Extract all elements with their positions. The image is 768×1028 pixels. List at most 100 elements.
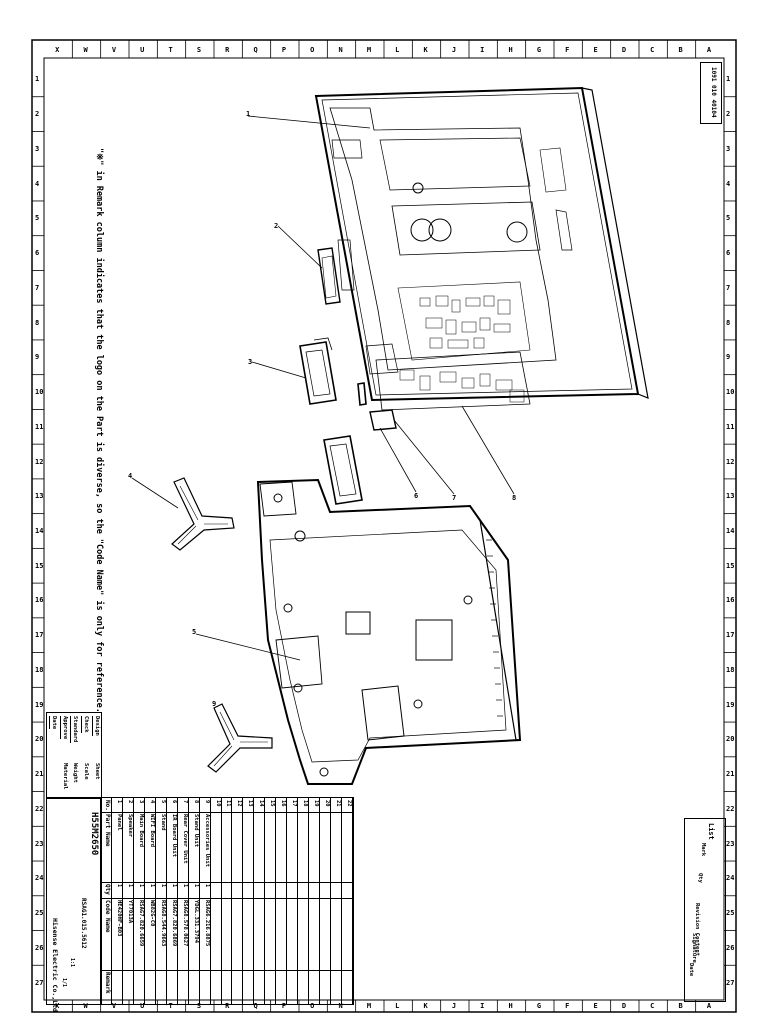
approval-label: Approve [60, 716, 68, 740]
revision-field: Signature [691, 933, 697, 963]
zone-letter: Q [253, 46, 258, 54]
zone-letter: O [310, 46, 315, 54]
cell-code-name: RSAG8.544.9663 [159, 900, 166, 947]
cell-divider [298, 898, 309, 899]
cell-divider [111, 970, 122, 971]
cell-divider [144, 882, 155, 883]
cell-divider [101, 970, 111, 971]
zone-number-right: 20 [726, 735, 735, 744]
zone-letter: U [140, 46, 145, 54]
cell-divider [320, 970, 331, 971]
cell-divider [221, 970, 232, 971]
cell-qty: 1 [159, 884, 166, 888]
zone-letter-bottom: F [565, 1002, 570, 1010]
cell-divider [144, 970, 155, 971]
cell-no: 11 [225, 800, 232, 807]
zone-letter-bottom: C [650, 1002, 655, 1010]
zone-letter-bottom: P [281, 1002, 287, 1010]
cell-no: 20 [324, 800, 331, 807]
zone-number: 6 [35, 249, 40, 258]
drawing-code-stamp: 1091 010 40104 [710, 67, 717, 118]
cell-divider [265, 812, 276, 813]
zone-number-right: 11 [726, 422, 735, 431]
zone-letter: L [395, 46, 400, 54]
cell-no: 8 [192, 800, 199, 804]
zone-number: 2 [35, 110, 40, 119]
cell-no: 9 [203, 800, 210, 804]
zone-letter-bottom: W [83, 1002, 88, 1010]
cell-divider [276, 970, 287, 971]
cell-no: 4 [148, 800, 155, 804]
zone-letter: X [55, 46, 60, 54]
cell-qty: 1 [170, 884, 177, 888]
cell-divider [111, 898, 122, 899]
leader-lines [131, 115, 515, 661]
zone-letter: A [706, 46, 712, 54]
cell-no: 3 [137, 800, 144, 804]
zone-letter: R [225, 46, 230, 54]
zone-letter-bottom: H [508, 1002, 513, 1010]
scale-value: 1:1 [69, 958, 75, 968]
zone-number-right: 4 [726, 179, 731, 188]
zone-letter: E [593, 46, 598, 54]
parts-table-row: 17 [287, 798, 299, 1004]
callout-4: 4 [128, 472, 133, 480]
cell-no: 16 [280, 800, 287, 807]
cell-divider [331, 882, 342, 883]
cell-divider [133, 970, 144, 971]
zone-number: 13 [35, 492, 44, 501]
zone-letter: P [281, 46, 287, 54]
cell-divider [331, 970, 342, 971]
cell-divider [122, 898, 133, 899]
cell-divider [254, 812, 265, 813]
parts-table-row: 18 [298, 798, 310, 1004]
zone-number-right: 25 [726, 909, 735, 918]
cell-divider [276, 812, 287, 813]
zone-letter: M [366, 46, 372, 54]
title-field-label: Sheet [94, 763, 100, 780]
cell-divider [265, 970, 276, 971]
zone-number: 27 [35, 978, 44, 987]
zone-letter-bottom: O [310, 1002, 315, 1010]
cell-divider [221, 898, 232, 899]
cell-qty: 1 [137, 884, 144, 888]
zone-number: 15 [35, 561, 44, 570]
cell-divider [232, 882, 243, 883]
zone-number-right: 17 [726, 631, 735, 640]
cell-divider [221, 882, 232, 883]
cell-part-name: WIFI Board [148, 814, 155, 848]
cell-divider [243, 812, 254, 813]
cell-divider [166, 812, 177, 813]
cell-divider [210, 970, 221, 971]
cell-divider [276, 882, 287, 883]
zone-letter: D [621, 46, 627, 54]
cell-no: 17 [291, 800, 298, 807]
cell-divider [133, 898, 144, 899]
stand-lower [207, 703, 273, 773]
callout-5: 5 [192, 628, 197, 636]
cell-divider [101, 898, 111, 899]
cell-part-name: Speaker [126, 814, 133, 838]
zone-letter-bottom: D [621, 1002, 627, 1010]
parts-table-row: 19 [309, 798, 321, 1004]
zone-number: 10 [35, 388, 44, 397]
zone-letter-bottom: B [678, 1002, 683, 1010]
cell-code-name: YT7013A [126, 900, 133, 924]
zone-number: 17 [35, 631, 44, 640]
zone-letter-bottom: U [140, 1002, 145, 1010]
cell-qty: 1 [126, 884, 133, 888]
cell-part-name: Part Name [103, 814, 111, 847]
parts-table-row: 20 [320, 798, 332, 1004]
zone-letter: J [451, 46, 457, 54]
cell-divider [166, 898, 177, 899]
cell-divider [320, 882, 331, 883]
cell-divider [342, 812, 352, 813]
callout-8: 8 [512, 494, 517, 502]
cell-divider [243, 898, 254, 899]
cell-divider [210, 812, 221, 813]
callout-3: 3 [248, 358, 253, 366]
cell-part-name: Accessories Unit [203, 814, 210, 867]
